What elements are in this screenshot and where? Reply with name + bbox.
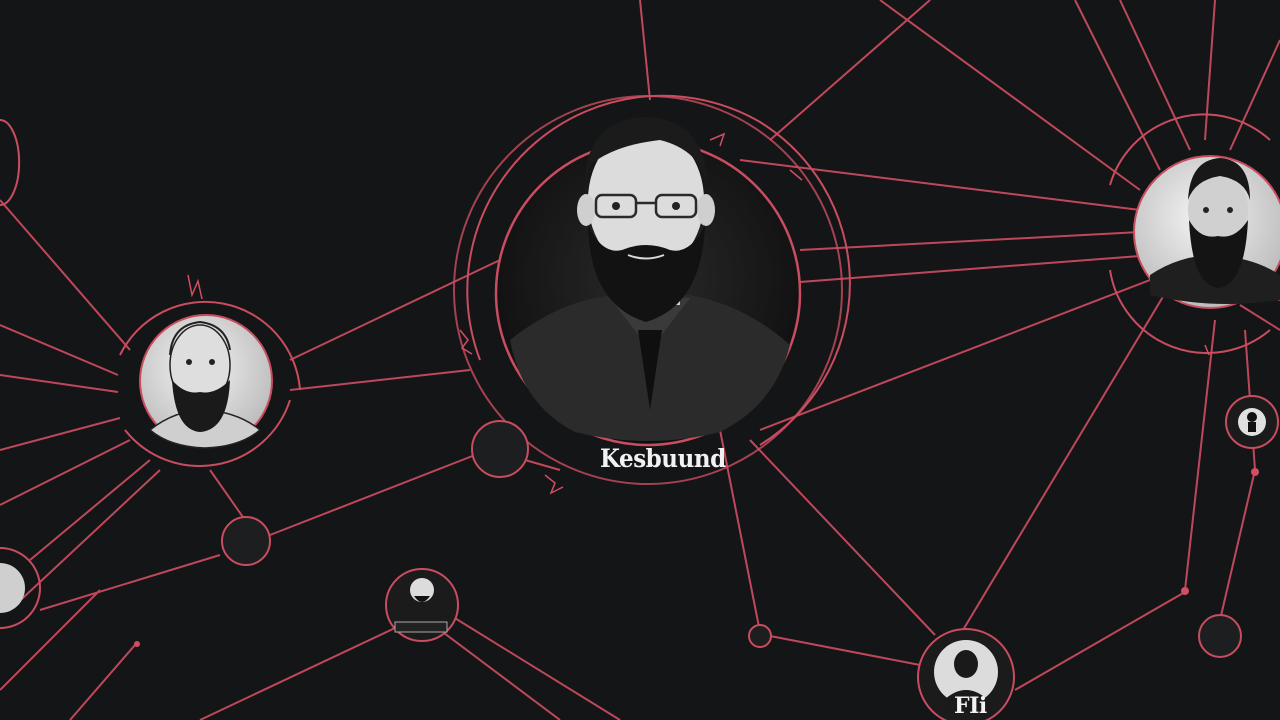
bearded-man-portrait-icon [1150, 158, 1280, 304]
node-orbits [0, 94, 1271, 468]
small-node-2[interactable] [1225, 395, 1279, 449]
bearded-man-with-glasses-portrait-icon [510, 117, 790, 441]
central-node[interactable] [453, 95, 843, 485]
annotation-scribbles [187, 132, 1210, 495]
hub-node[interactable] [471, 420, 529, 478]
left-edge-node[interactable] [0, 547, 41, 629]
small-node-label: FIi [954, 693, 987, 719]
hub-nodes [221, 420, 1242, 658]
hub-node[interactable] [221, 516, 271, 566]
hub-node[interactable] [1198, 614, 1242, 658]
central-node-label: Kesbuund [600, 444, 726, 473]
small-node-1[interactable] [385, 568, 459, 642]
small-node-3[interactable] [917, 628, 1015, 720]
bearded-man-sketch-portrait-icon [148, 320, 262, 449]
right-node[interactable] [1133, 155, 1280, 309]
hub-node[interactable] [748, 624, 772, 648]
left-node[interactable] [139, 314, 273, 449]
junction-dots [134, 468, 1259, 647]
